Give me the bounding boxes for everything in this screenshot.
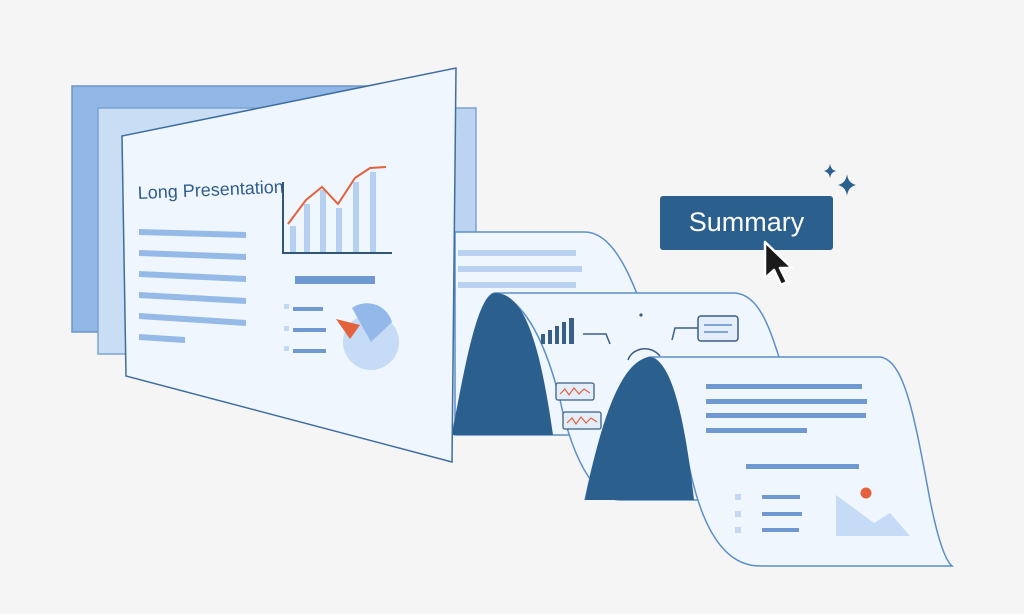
slide-pie bbox=[284, 303, 399, 370]
arrow-cursor-icon bbox=[763, 240, 794, 287]
scroll-paper-3 bbox=[584, 356, 955, 567]
main-slide: Long Presentation bbox=[121, 67, 457, 463]
sparkle-icon bbox=[824, 164, 856, 196]
slide-chart bbox=[282, 166, 392, 254]
image-placeholder-icon bbox=[836, 487, 910, 536]
summary-button[interactable]: Summary bbox=[660, 196, 833, 250]
